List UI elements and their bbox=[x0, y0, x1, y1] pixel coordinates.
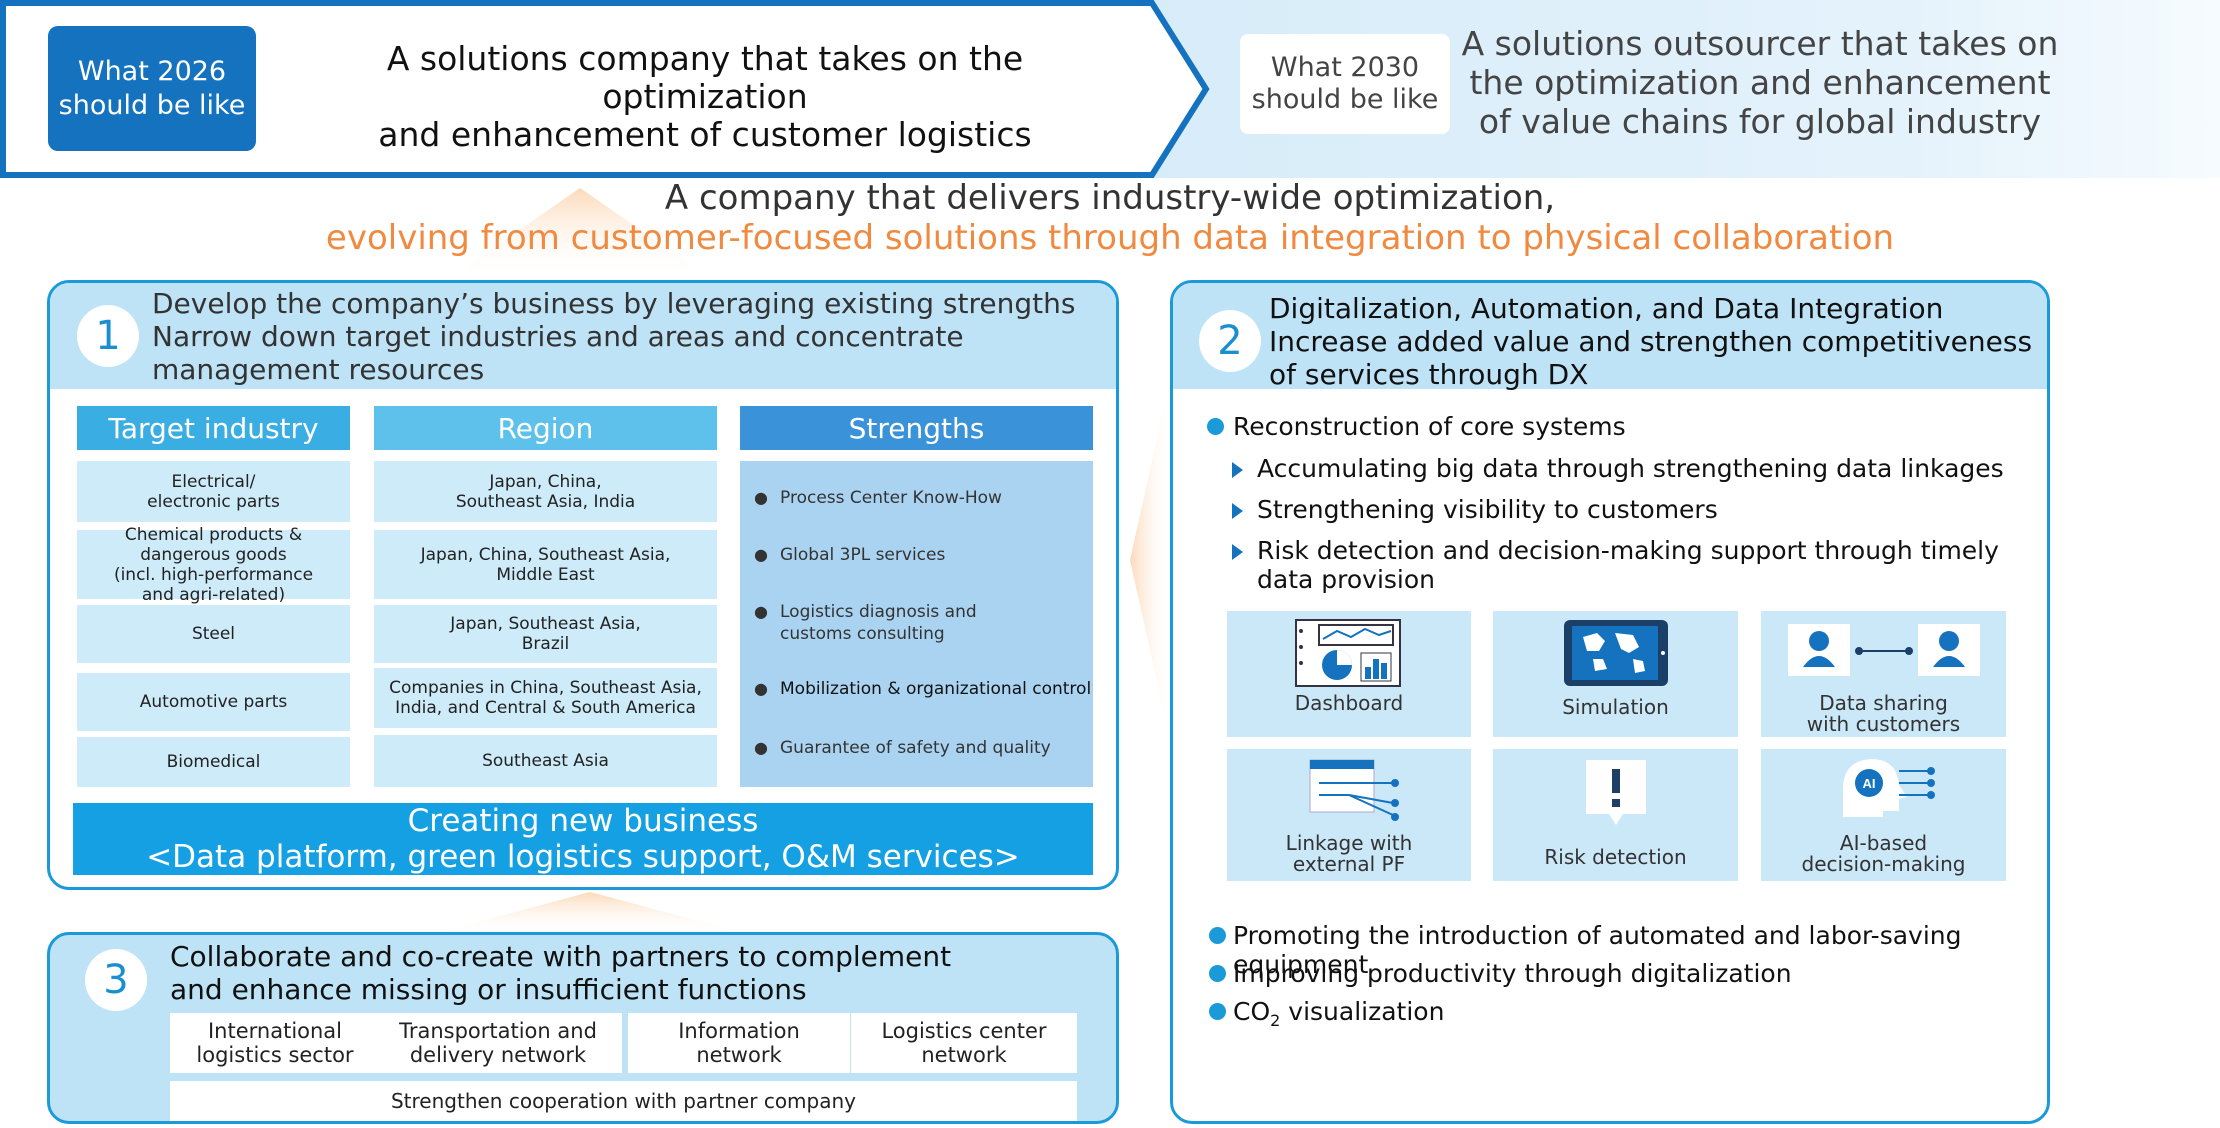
region-cell: Companies in China, Southeast Asia, Indi… bbox=[374, 668, 717, 728]
strength-item: ● Guarantee of safety and quality bbox=[754, 737, 1084, 759]
vision-2026-arrow-box bbox=[0, 0, 1210, 178]
panel2-heading: Digitalization, Automation, and Data Int… bbox=[1269, 292, 2033, 391]
tile-simulation-label: Simulation bbox=[1562, 695, 1669, 719]
tile-data-sharing-label: Data sharing with customers bbox=[1806, 691, 1961, 736]
bottom-bullet: Improving productivity through digitaliz… bbox=[1233, 959, 1792, 988]
triangle-bullet-icon bbox=[1232, 503, 1243, 519]
tile-ai-decision-label: AI-based decision-making bbox=[1801, 831, 1966, 876]
panel-dx: 2 Digitalization, Automation, and Data I… bbox=[1170, 280, 2050, 1124]
bullet-dot-icon bbox=[1209, 927, 1226, 944]
panel1-header bbox=[50, 283, 1116, 389]
creating-new-business-label: Creating new business <Data platform, gr… bbox=[146, 803, 1020, 875]
tablet-map-icon bbox=[1564, 620, 1668, 686]
bullet-dot-icon: ● bbox=[754, 738, 768, 757]
tile-risk-detection-label: Risk detection bbox=[1544, 845, 1687, 869]
tile-linkage: Linkage with external PF bbox=[1227, 749, 1471, 881]
bottom-bullet: Promoting the introduction of automated … bbox=[1233, 921, 1962, 979]
co2-prefix: CO bbox=[1233, 997, 1271, 1026]
bullet-dot-icon bbox=[1207, 418, 1224, 435]
bullet-dot-icon: ● bbox=[754, 545, 768, 564]
industry-cell: Chemical products & dangerous goods (inc… bbox=[77, 525, 350, 605]
up-arrow-to-header bbox=[450, 188, 710, 278]
badge-2030-label: What 2030 should be like bbox=[1251, 52, 1439, 115]
svg-text:AI: AI bbox=[1863, 776, 1876, 791]
sub-bullet: Accumulating big data through strengthen… bbox=[1257, 454, 2004, 483]
tile-risk-detection: Risk detection bbox=[1493, 749, 1738, 881]
badge-2026-label: What 2026 should be like bbox=[58, 55, 246, 121]
strength-item-label: Logistics diagnosis and customs consulti… bbox=[780, 602, 977, 644]
industry-cell: Electrical/ electronic parts bbox=[77, 461, 350, 522]
tile-ai-decision: AI AI-based decision-making bbox=[1761, 749, 2006, 881]
co2-visualization-bullet: CO2 visualization bbox=[1233, 997, 2047, 1035]
strengths-list: ● Process Center Know-How ● Global 3PL ser… bbox=[740, 461, 1093, 787]
sub-bullet: Risk detection and decision-making suppo… bbox=[1257, 536, 1999, 594]
industry-cell: Biomedical bbox=[77, 737, 350, 787]
triangle-bullet-icon bbox=[1232, 462, 1243, 478]
creating-new-business-bar: Creating new business <Data platform, gr… bbox=[73, 803, 1093, 875]
left-arrow-from-panel2 bbox=[1130, 380, 1170, 740]
bullet-dot-icon bbox=[1209, 1003, 1226, 1020]
col-head-target-industry: Target industry bbox=[77, 406, 350, 450]
vision-statement-evolution: evolving from customer-focused solutions… bbox=[325, 218, 1895, 258]
strength-item: ● Process Center Know-How bbox=[754, 487, 1084, 509]
tile-data-sharing: Data sharing with customers bbox=[1761, 611, 2006, 737]
col-head-region: Region bbox=[374, 406, 717, 450]
partner-box: Logistics center network bbox=[851, 1013, 1077, 1073]
strength-item: ● Mobilization & organizational control bbox=[754, 678, 1094, 700]
co2-suffix: visualization bbox=[1280, 997, 1445, 1026]
warning-sign-icon bbox=[1586, 760, 1646, 825]
vision-statement: A company that delivers industry-wide op… bbox=[664, 178, 1556, 218]
panel2-header bbox=[1173, 283, 2047, 389]
tile-simulation: Simulation bbox=[1493, 611, 1738, 737]
industry-cell: Steel bbox=[77, 605, 350, 663]
ai-head-icon: AI bbox=[1842, 759, 1935, 817]
up-arrow-from-panel3 bbox=[440, 892, 740, 932]
panel-existing-strengths: 1 Develop the company’s business by leve… bbox=[47, 280, 1119, 890]
bullet-dot-icon: ● bbox=[754, 488, 768, 507]
panel3-heading: Collaborate and co-create with partners … bbox=[170, 940, 952, 1006]
vision-2026-text: A solutions company that takes on the op… bbox=[378, 39, 1032, 154]
tile-dashboard-label: Dashboard bbox=[1294, 691, 1404, 715]
users-link-icon bbox=[1788, 624, 1980, 676]
panel2-number-badge: 2 bbox=[1199, 310, 1261, 372]
tile-dashboard: Dashboard bbox=[1227, 611, 1471, 737]
strength-item: ● Global 3PL services bbox=[754, 544, 1084, 566]
badge-2026: What 2026 should be like bbox=[48, 26, 256, 151]
panel3-number-badge: 3 bbox=[85, 949, 147, 1011]
industry-cell: Automotive parts bbox=[77, 673, 350, 731]
panel1-heading: Develop the company’s business by levera… bbox=[152, 287, 1076, 386]
window-network-icon bbox=[1309, 759, 1399, 821]
strength-item-label: Guarantee of safety and quality bbox=[780, 738, 1051, 758]
region-cell: Japan, China, Southeast Asia, India bbox=[374, 461, 717, 522]
dashboard-icon bbox=[1295, 619, 1401, 687]
core-systems-bullet: Reconstruction of core systems bbox=[1233, 412, 1626, 441]
bullet-dot-icon: ● bbox=[754, 602, 768, 621]
sub-bullet: Strengthening visibility to customers bbox=[1257, 495, 1718, 524]
co2-subscript: 2 bbox=[1270, 1011, 1281, 1030]
panel-partner-cocreation: 3 Collaborate and co-create with partner… bbox=[47, 932, 1119, 1124]
partner-box: Information network bbox=[628, 1013, 850, 1073]
col-head-strengths: Strengths bbox=[740, 406, 1093, 450]
region-cell: Southeast Asia bbox=[374, 735, 717, 787]
triangle-bullet-icon bbox=[1232, 544, 1243, 560]
bullet-dot-icon bbox=[1209, 965, 1226, 982]
strength-item-label: Process Center Know-How bbox=[780, 488, 1002, 508]
panel1-number-badge: 1 bbox=[77, 305, 139, 367]
partner-box: International logistics sector bbox=[170, 1013, 380, 1073]
cooperation-bar: Strengthen cooperation with partner comp… bbox=[170, 1081, 1077, 1121]
bullet-dot-icon: ● bbox=[754, 679, 768, 698]
strength-item-label: Global 3PL services bbox=[780, 545, 946, 565]
region-cell: Japan, Southeast Asia, Brazil bbox=[374, 605, 717, 663]
strength-item: ● Logistics diagnosis and customs consult… bbox=[754, 601, 1084, 645]
vision-2030-text: A solutions outsourcer that takes on the… bbox=[1461, 24, 2059, 141]
strength-item-label: Mobilization & organizational control bbox=[780, 679, 1092, 699]
tile-linkage-label: Linkage with external PF bbox=[1285, 831, 1413, 876]
badge-2030: What 2030 should be like bbox=[1240, 34, 1450, 134]
partner-box: Transportation and delivery network bbox=[374, 1013, 622, 1073]
region-cell: Japan, China, Southeast Asia, Middle Eas… bbox=[374, 530, 717, 599]
